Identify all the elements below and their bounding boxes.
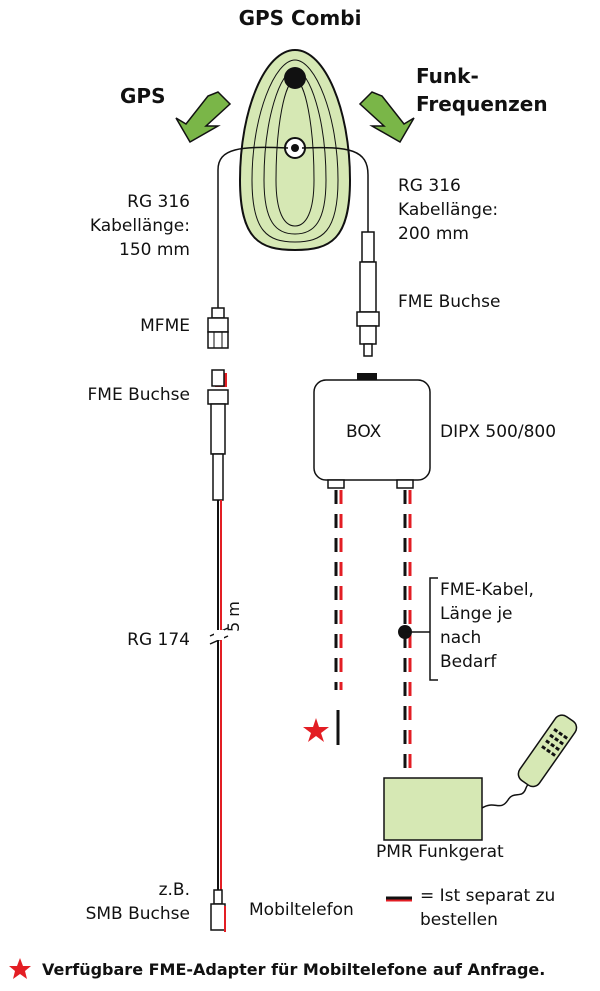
mfme-label: MFME — [140, 316, 190, 336]
rg316-right-cable — [301, 146, 369, 232]
funk-arrow-icon — [358, 91, 415, 144]
rg316-left-cable — [217, 146, 289, 308]
rg316-right-label: RG 316 Kabellänge: 200 mm — [398, 176, 499, 244]
fme-kabel-label: FME-Kabel, Länge je nach Bedarf — [440, 580, 534, 672]
fme-buchse-left-icon — [207, 369, 229, 501]
fme-buchse-right-label: FME Buchse — [398, 292, 501, 312]
antenna-gps-combi — [238, 48, 352, 252]
box-dipx — [313, 373, 431, 489]
length-label: 5 m — [224, 601, 243, 632]
box-label: BOX — [346, 422, 382, 442]
mfme-connector-icon — [207, 307, 229, 349]
legend-label: = Ist separat zu bestellen — [420, 886, 556, 930]
rg316-left-label: RG 316 Kabellänge: 150 mm — [89, 192, 190, 260]
fme-buchse-left-label: FME Buchse — [87, 385, 190, 405]
smb-connector-icon — [210, 889, 226, 932]
dipx-label: DIPX 500/800 — [440, 422, 557, 442]
fme-buchse-right-icon — [356, 231, 380, 357]
rg174-label: RG 174 — [127, 630, 190, 650]
footnote: Verfügbare FME-Adapter für Mobiltelefone… — [42, 960, 546, 979]
funk-arrow-label: Funk- Frequenzen — [416, 64, 548, 116]
star-icon — [303, 718, 329, 742]
gps-arrow-label: GPS — [120, 84, 166, 108]
pmr-device — [383, 777, 483, 841]
mobiltelefon-label: Mobiltelefon — [249, 900, 354, 920]
footnote-star-icon — [9, 958, 31, 979]
pmr-label: PMR Funkgerat — [376, 842, 504, 862]
smb-label: z.B. SMB Buchse — [85, 880, 190, 924]
handset-icon — [517, 714, 578, 788]
gps-arrow-icon — [175, 91, 232, 144]
antenna-top-dot — [284, 67, 306, 89]
diagram-title: GPS Combi — [238, 6, 362, 30]
